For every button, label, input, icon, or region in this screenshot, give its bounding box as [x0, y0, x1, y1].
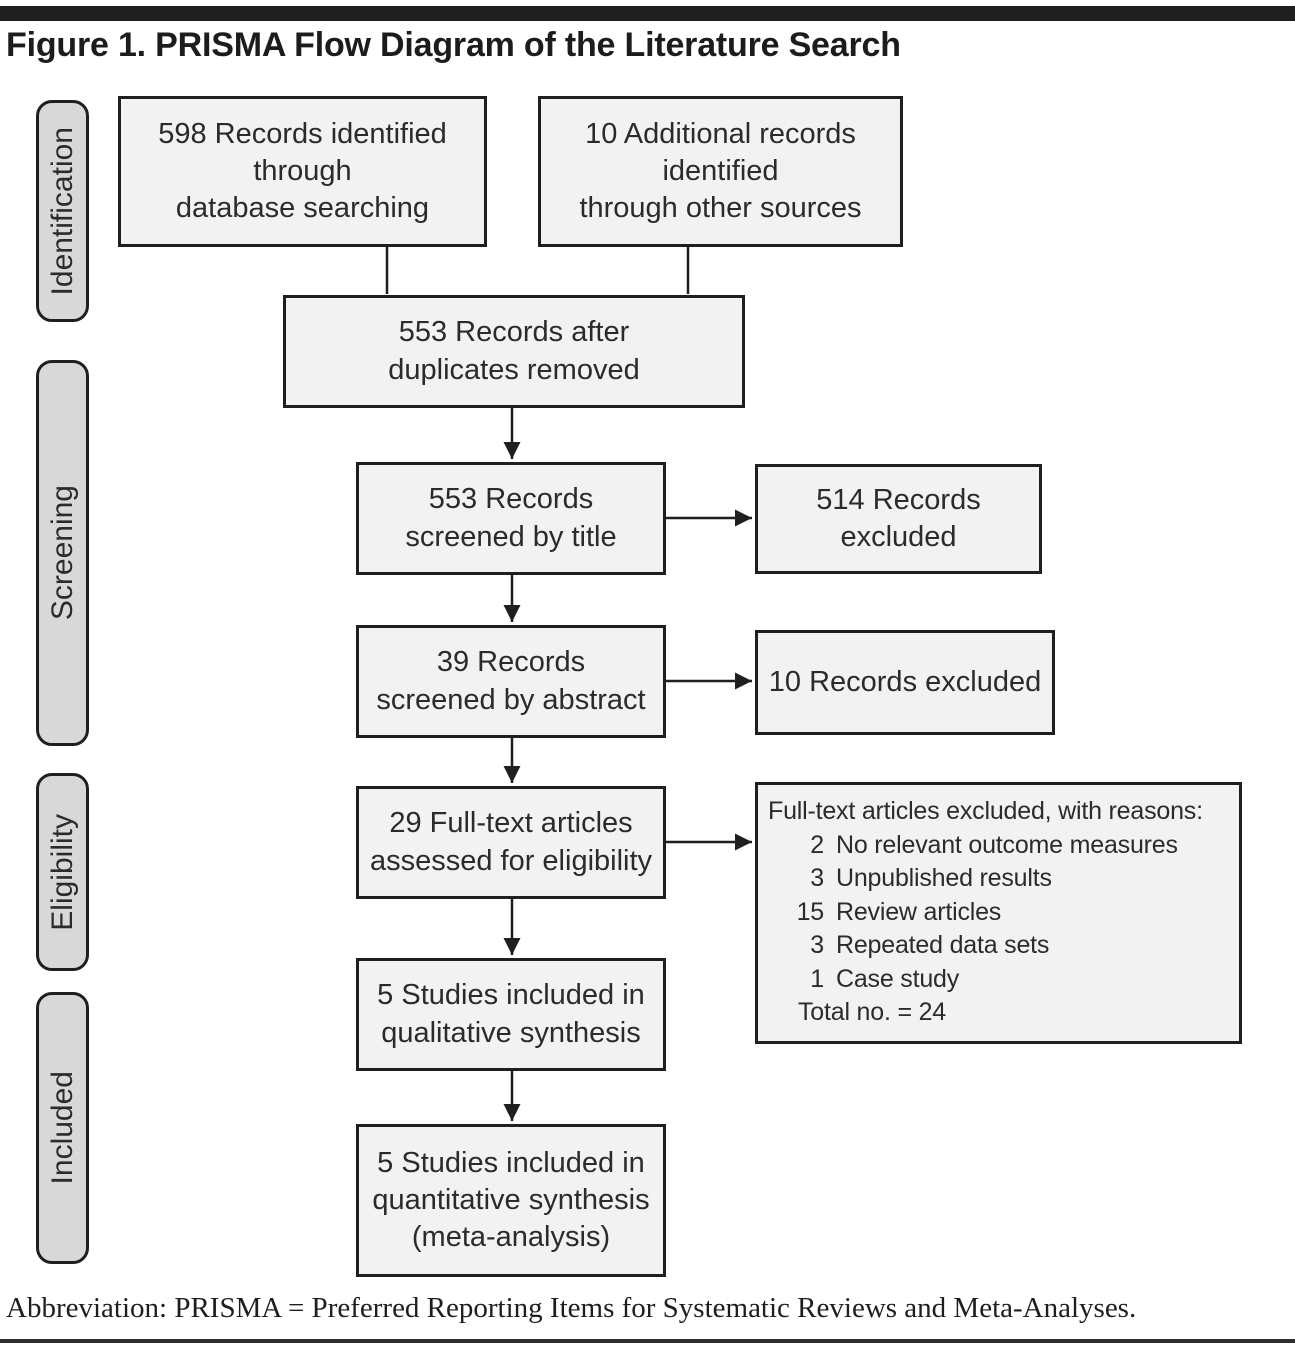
- box-after-duplicates-removed: 553 Records after duplicates removed: [283, 295, 745, 408]
- reason-label: No relevant outcome measures: [836, 830, 1178, 859]
- stage-included-label: Included: [45, 1071, 79, 1185]
- stage-eligibility-label: Eligibility: [45, 813, 79, 931]
- reason-row: 15 Review articles: [768, 896, 1233, 930]
- reason-count: 1: [810, 964, 824, 993]
- reason-count: 15: [796, 897, 825, 926]
- stage-screening-label: Screening: [45, 485, 79, 621]
- box-screened-by-abstract: 39 Records screened by abstract: [356, 625, 666, 738]
- box-records-excluded-title: 514 Records excluded: [755, 464, 1042, 574]
- reason-label: Case study: [836, 964, 960, 993]
- stage-eligibility: Eligibility: [36, 773, 89, 971]
- reason-label: Repeated data sets: [836, 931, 1050, 959]
- reason-label: Review articles: [836, 897, 1002, 926]
- reason-count: 3: [810, 864, 824, 892]
- bottom-rule: [0, 1339, 1295, 1343]
- reason-row: 3 Unpublished results: [768, 862, 1233, 896]
- abbreviation-footnote: Abbreviation: PRISMA = Preferred Reporti…: [6, 1292, 1137, 1324]
- figure-title: Figure 1. PRISMA Flow Diagram of the Lit…: [6, 26, 901, 64]
- reason-row: 1 Case study: [768, 963, 1233, 997]
- box-records-excluded-abstract: 10 Records excluded: [755, 630, 1055, 735]
- reason-label: Unpublished results: [836, 864, 1052, 892]
- box-qualitative-synthesis: 5 Studies included in qualitative synthe…: [356, 958, 666, 1071]
- reason-count: 2: [810, 830, 824, 859]
- reasons-total: Total no. = 24: [798, 998, 947, 1026]
- reasons-header: Full-text articles excluded, with reason…: [768, 797, 1203, 825]
- box-quantitative-synthesis: 5 Studies included in quantitative synth…: [356, 1124, 666, 1277]
- box-records-identified: 598 Records identified through database …: [118, 96, 487, 247]
- box-screened-by-title: 553 Records screened by title: [356, 462, 666, 575]
- stage-identification: Identification: [36, 100, 89, 322]
- top-rule: [0, 6, 1295, 21]
- stage-identification-label: Identification: [45, 126, 79, 296]
- stage-included: Included: [36, 992, 89, 1264]
- reason-row: 3 Repeated data sets: [768, 929, 1233, 963]
- reason-count: 3: [810, 931, 824, 959]
- stage-screening: Screening: [36, 360, 89, 746]
- box-fulltext-excluded-reasons: Full-text articles excluded, with reason…: [755, 782, 1242, 1044]
- box-additional-records: 10 Additional records identified through…: [538, 96, 903, 247]
- box-fulltext-assessed: 29 Full-text articles assessed for eligi…: [356, 786, 666, 899]
- reason-row: 2 No relevant outcome measures: [768, 829, 1233, 863]
